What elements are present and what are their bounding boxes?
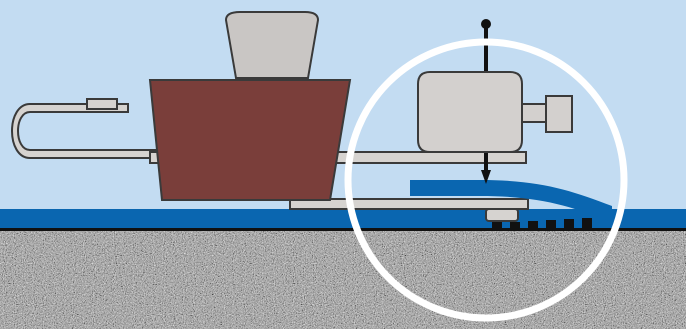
tread-mark: [492, 222, 502, 229]
roller-wheel: [485, 208, 519, 222]
coating-flap: [410, 180, 612, 222]
tread-mark: [564, 219, 574, 229]
motor-housing: [417, 71, 523, 153]
rod-tip-icon: [481, 170, 491, 184]
hopper-cap: [224, 11, 320, 79]
motor-knob: [545, 95, 573, 133]
motor-knob-shaft: [521, 103, 547, 123]
tread-mark: [528, 221, 538, 229]
highlight-circle: [344, 38, 628, 322]
side-bracket: [86, 98, 118, 110]
tread-mark: [510, 222, 520, 229]
tread-mark: [546, 220, 556, 229]
hopper: [148, 79, 352, 201]
base-plate: [289, 198, 529, 210]
tread-marks: [492, 218, 592, 229]
tread-mark: [582, 218, 592, 229]
ground-texture: [0, 229, 686, 329]
rod-top-knob-icon: [481, 19, 491, 29]
